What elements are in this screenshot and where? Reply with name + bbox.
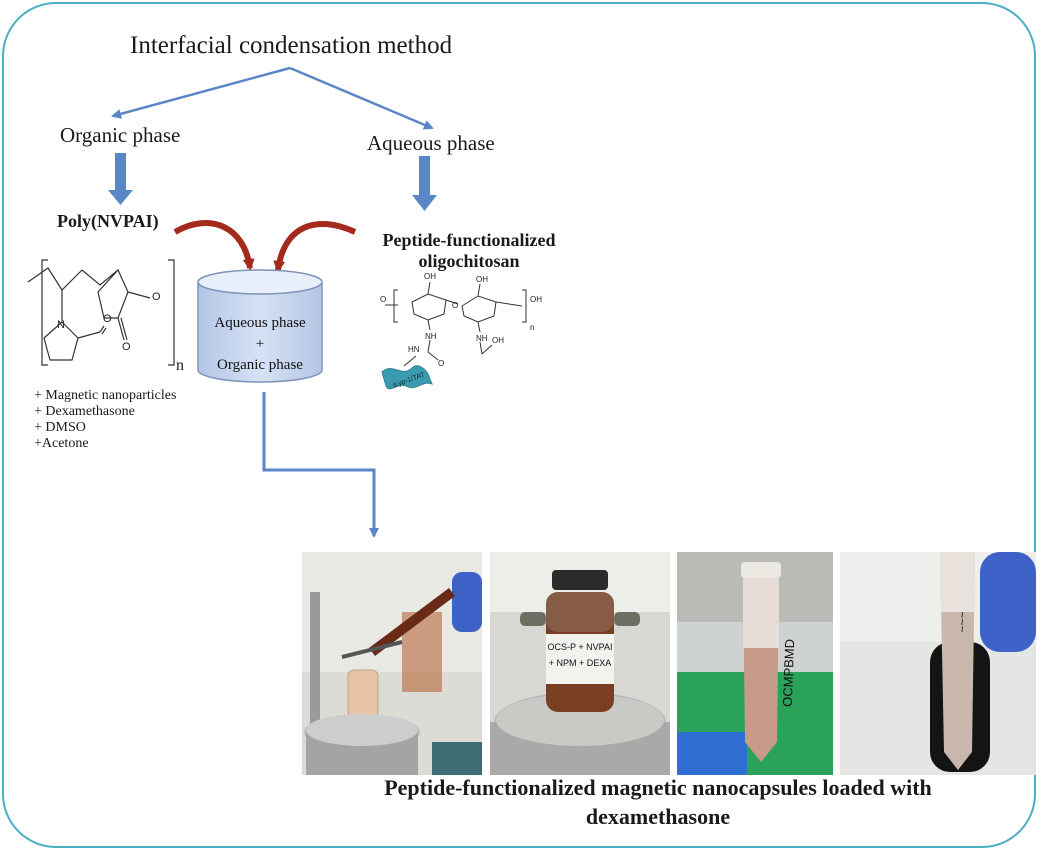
vessel-label: Aqueous phase + Organic phase [198, 313, 322, 376]
additives-list: + Magnetic nanoparticles + Dexamethasone… [34, 388, 176, 452]
vessel-label-line2: + [255, 336, 265, 352]
svg-text:OH: OH [476, 275, 488, 284]
svg-text:NH: NH [425, 332, 437, 341]
red-arrow-left [173, 220, 255, 271]
caption-line2: dexamethasone [585, 804, 731, 829]
centrifuge-tube-photo: OCMPBMD [677, 552, 833, 775]
svg-text:O: O [122, 341, 131, 353]
svg-text:O: O [452, 301, 458, 310]
additive-item: + Dexamethasone [34, 404, 135, 419]
poly-nvpai-structure [27, 259, 175, 366]
diagram-title: Interfacial condensation method [130, 32, 453, 59]
poly-atom-labels: N O O O [57, 291, 161, 353]
svg-text:OH: OH [530, 295, 542, 304]
poly-subscript-n: n [176, 357, 184, 374]
svg-text:HN: HN [408, 345, 420, 354]
tube-closeup-photo: ~~~ [840, 552, 1036, 775]
svg-text:O: O [103, 313, 112, 325]
svg-text:O: O [152, 291, 161, 303]
reaction-flask-photo: OCS-P + NVPAI + NPM + DEXA [490, 552, 670, 775]
down-arrow-aqueous [412, 156, 437, 211]
organic-phase-label: Organic phase [60, 123, 181, 147]
figure-caption: Peptide-functionalized magnetic nanocaps… [330, 773, 986, 831]
aqueous-phase-label: Aqueous phase [367, 131, 495, 155]
down-arrow-organic [108, 153, 133, 205]
svg-text:+ NPM + DEXA: + NPM + DEXA [549, 658, 612, 668]
peptide-name: Peptide-functionalized oligochitosan [360, 230, 578, 272]
additive-item: + DMSO [34, 420, 86, 435]
svg-text:n: n [530, 323, 534, 332]
oligochitosan-structure [385, 281, 527, 367]
svg-text:NH: NH [476, 334, 488, 343]
peptide-ribbon: tLyp-1/TAT [381, 365, 433, 389]
svg-text:OH: OH [424, 272, 436, 281]
caption-line1: Peptide-functionalized magnetic nanocaps… [384, 775, 932, 800]
svg-text:OH: OH [492, 336, 504, 345]
additive-item: +Acetone [34, 436, 89, 451]
vessel-label-line1: Aqueous phase [214, 315, 306, 331]
vessel-label-line3: Organic phase [217, 357, 303, 373]
branch-arrows [111, 66, 434, 130]
oligochitosan-atom-labels: OH OH OH NH NH HN O O O OH n [380, 272, 542, 368]
svg-text:OCMPBMD: OCMPBMD [780, 639, 797, 707]
polymer-name: Poly(NVPAI) [57, 211, 159, 231]
svg-text:O: O [380, 295, 386, 304]
svg-text:OCS-P + NVPAI: OCS-P + NVPAI [548, 642, 613, 652]
mixing-vessel [197, 269, 323, 383]
syringe-addition-photo [302, 552, 482, 775]
peptide-name-line2: oligochitosan [418, 251, 520, 271]
svg-text:~~~: ~~~ [955, 611, 969, 632]
svg-text:N: N [57, 319, 65, 331]
peptide-name-line1: Peptide-functionalized [382, 230, 556, 250]
svg-text:O: O [438, 359, 444, 368]
red-arrow-right [273, 221, 357, 273]
additive-item: + Magnetic nanoparticles [34, 388, 177, 403]
output-arrow [262, 392, 379, 538]
